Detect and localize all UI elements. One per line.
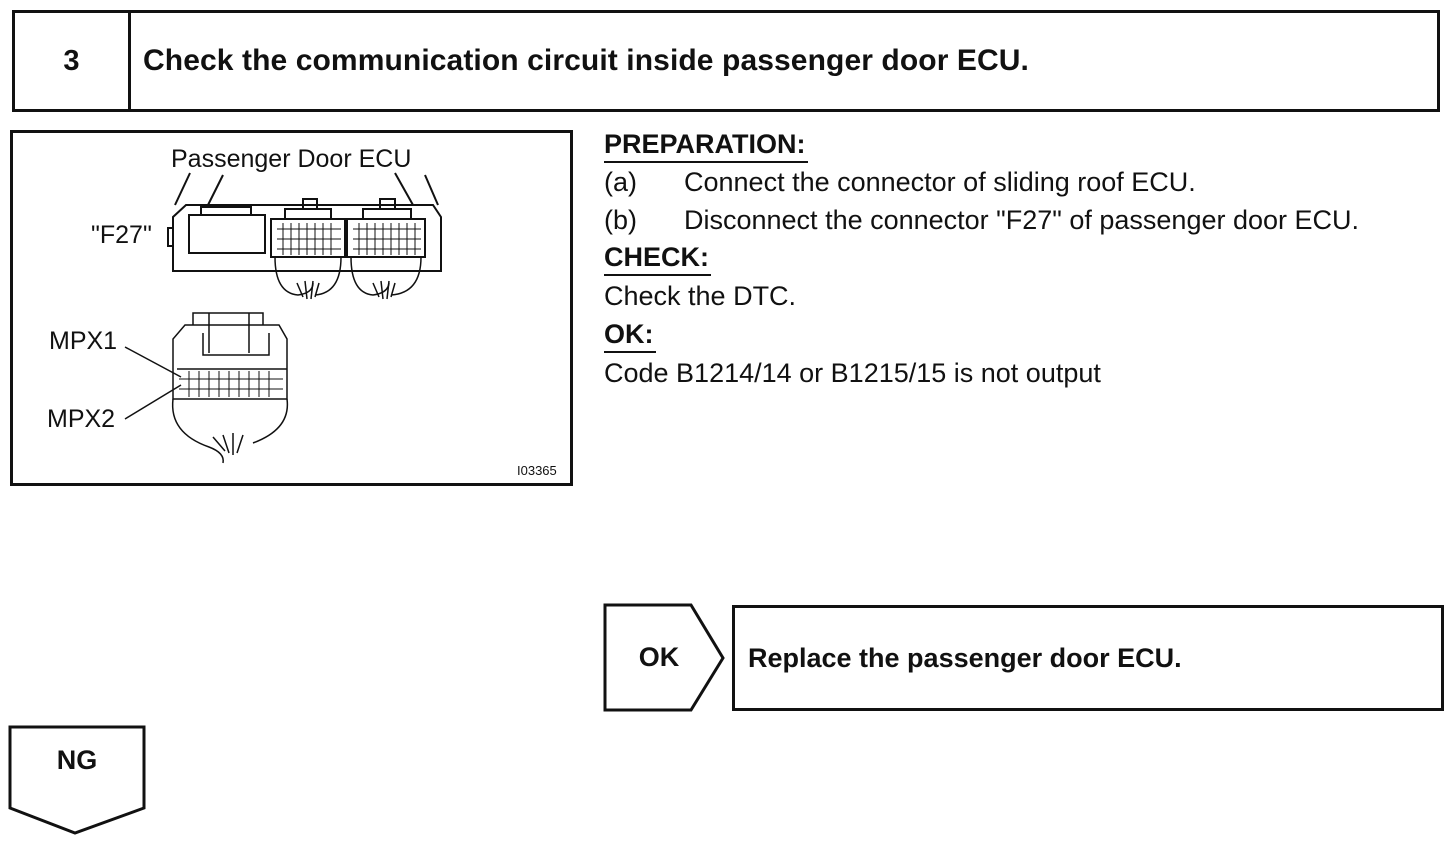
ok-label: OK [638, 641, 680, 672]
connector-label-f27: "F27" [91, 221, 152, 249]
ecu-connector-drawing [124, 172, 442, 464]
check-text: Check the DTC. [604, 281, 797, 311]
step-title: Check the communication circuit inside p… [143, 44, 1029, 77]
pin-label-mpx1: MPX1 [49, 327, 118, 355]
instructions: PREPARATION: (a) Connect the connector o… [604, 128, 1449, 393]
pin-label-mpx2: MPX2 [47, 405, 116, 433]
ok-result: Replace the passenger door ECU. [732, 605, 1444, 711]
connector-illustration: Passenger Door ECU "F27" MPX1 MPX2 I0336… [10, 130, 573, 486]
preparation-item-a: (a) Connect the connector of sliding roo… [604, 163, 1449, 201]
preparation-item-b: (b) Disconnect the connector "F27" of pa… [604, 201, 1449, 239]
check-heading: CHECK: [604, 241, 711, 276]
figure-title: Passenger Door ECU [171, 145, 412, 173]
ng-label: NG [56, 745, 98, 775]
ok-arrow-shape [603, 603, 725, 712]
figure-id: I03365 [517, 463, 557, 478]
ok-heading: OK: [604, 318, 656, 353]
step-header: 3 Check the communication circuit inside… [12, 10, 1440, 112]
preparation-item-a-text: Connect the connector of sliding roof EC… [684, 167, 1196, 197]
ok-text: Code B1214/14 or B1215/15 is not output [604, 358, 1101, 388]
preparation-item-b-text: Disconnect the connector "F27" of passen… [684, 205, 1360, 235]
ng-flow: NG [8, 725, 148, 842]
preparation-item-a-marker: (a) [604, 167, 637, 197]
step-number: 3 [15, 13, 131, 109]
preparation-heading: PREPARATION: [604, 128, 808, 163]
preparation-item-b-marker: (b) [604, 205, 637, 235]
ng-arrow-shape [8, 725, 146, 835]
